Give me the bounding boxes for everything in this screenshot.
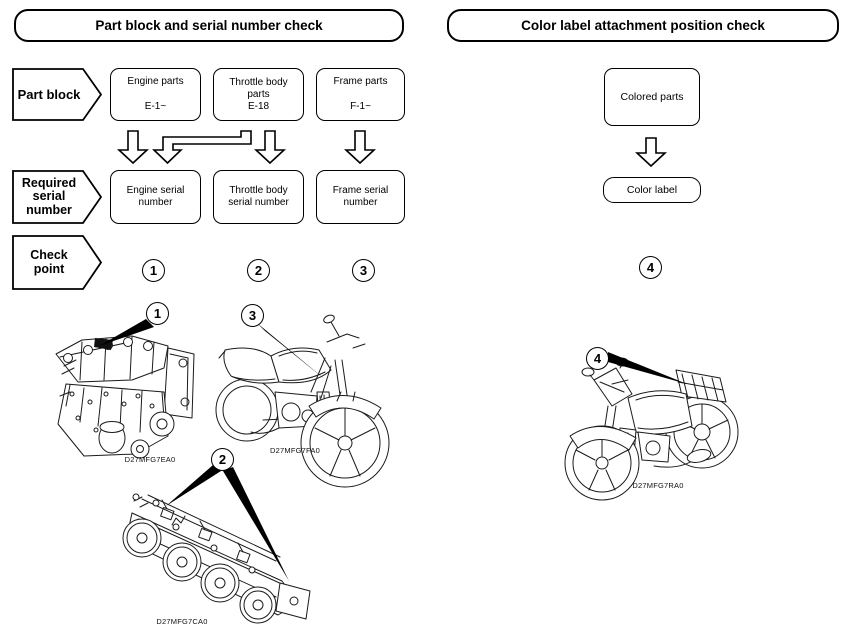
box-line: parts xyxy=(247,88,270,100)
engine-illustration xyxy=(55,335,195,459)
box-line: Throttle body xyxy=(229,185,288,196)
box-line: Frame serial xyxy=(332,185,389,196)
color-label-box: Color label xyxy=(603,177,701,203)
box-line: Engine parts xyxy=(127,76,184,87)
row-label-check-point: Check point xyxy=(12,235,102,290)
box-line: Engine serial xyxy=(126,185,185,196)
callout-wedge-4 xyxy=(608,352,687,384)
box-line: number xyxy=(138,197,173,208)
figure-callout-1: 1 xyxy=(146,302,169,325)
row-label-required-serial-number: Required serial number xyxy=(12,170,102,224)
check-point-3: 3 xyxy=(352,259,375,282)
row-label-part-block: Part block xyxy=(12,68,102,121)
row-label-line: number xyxy=(26,202,72,217)
throttle-body-illustration xyxy=(122,493,311,624)
row-label-line: Check xyxy=(30,248,68,262)
part-block-box-frame: Frame parts F-1~ xyxy=(316,68,405,121)
callout-wedge-2a xyxy=(166,465,221,506)
box-line: Colored parts xyxy=(620,91,684,103)
row-label-line: serial xyxy=(32,189,66,204)
down-arrow-engine xyxy=(116,130,150,165)
pentagon-shape xyxy=(12,170,102,224)
figure-callout-4: 4 xyxy=(586,347,609,370)
right-section-title: Color label attachment position check xyxy=(447,9,839,42)
box-line: serial number xyxy=(228,197,289,208)
box-code: F-1~ xyxy=(350,101,371,112)
callout-wedge-3 xyxy=(257,323,327,381)
figure-caption-motorcycle-rear: D27MFG7RA0 xyxy=(632,481,684,490)
box-line: Throttle body xyxy=(229,76,288,88)
row-label-line: Required xyxy=(21,175,77,190)
serial-box-throttle-body: Throttle body serial number xyxy=(213,170,304,224)
figure-callout-3: 3 xyxy=(241,304,264,327)
motorcycle-rear-illustration xyxy=(564,357,739,501)
down-arrow-throttle xyxy=(253,130,287,165)
row-label-line: point xyxy=(33,261,65,276)
check-point-4: 4 xyxy=(639,256,662,279)
box-line: Color label xyxy=(626,184,678,196)
box-line: Frame parts xyxy=(333,76,388,87)
figure-caption-throttle-body: D27MFG7CA0 xyxy=(156,617,208,626)
figure-callout-2: 2 xyxy=(211,448,234,471)
check-point-1: 1 xyxy=(142,259,165,282)
down-arrow-color-label xyxy=(634,137,668,168)
serial-box-engine: Engine serial number xyxy=(110,170,201,224)
elbow-arrow-throttle-to-engine-serial xyxy=(152,130,252,165)
figure-caption-engine: D27MFG7EA0 xyxy=(124,455,176,464)
figure-caption-motorcycle-front: D27MFG7FA0 xyxy=(270,446,320,455)
callout-wedge-2b xyxy=(223,467,289,581)
colored-parts-box: Colored parts xyxy=(604,68,700,126)
check-point-2: 2 xyxy=(247,259,270,282)
box-line: number xyxy=(343,197,378,208)
part-block-box-engine: Engine parts E-1~ xyxy=(110,68,201,121)
callout-wedge-1 xyxy=(99,319,154,346)
pentagon-shape xyxy=(12,68,102,121)
pentagon-shape xyxy=(12,235,102,290)
left-section-title: Part block and serial number check xyxy=(14,9,404,42)
serial-box-frame: Frame serial number xyxy=(316,170,405,224)
motorcycle-front-illustration xyxy=(215,314,390,488)
box-code: E-18 xyxy=(247,100,270,112)
part-block-box-throttle-body: Throttle body parts E-18 xyxy=(213,68,304,121)
row-label-text: Part block xyxy=(17,86,81,102)
box-code: E-1~ xyxy=(144,101,167,112)
down-arrow-frame xyxy=(343,130,377,165)
